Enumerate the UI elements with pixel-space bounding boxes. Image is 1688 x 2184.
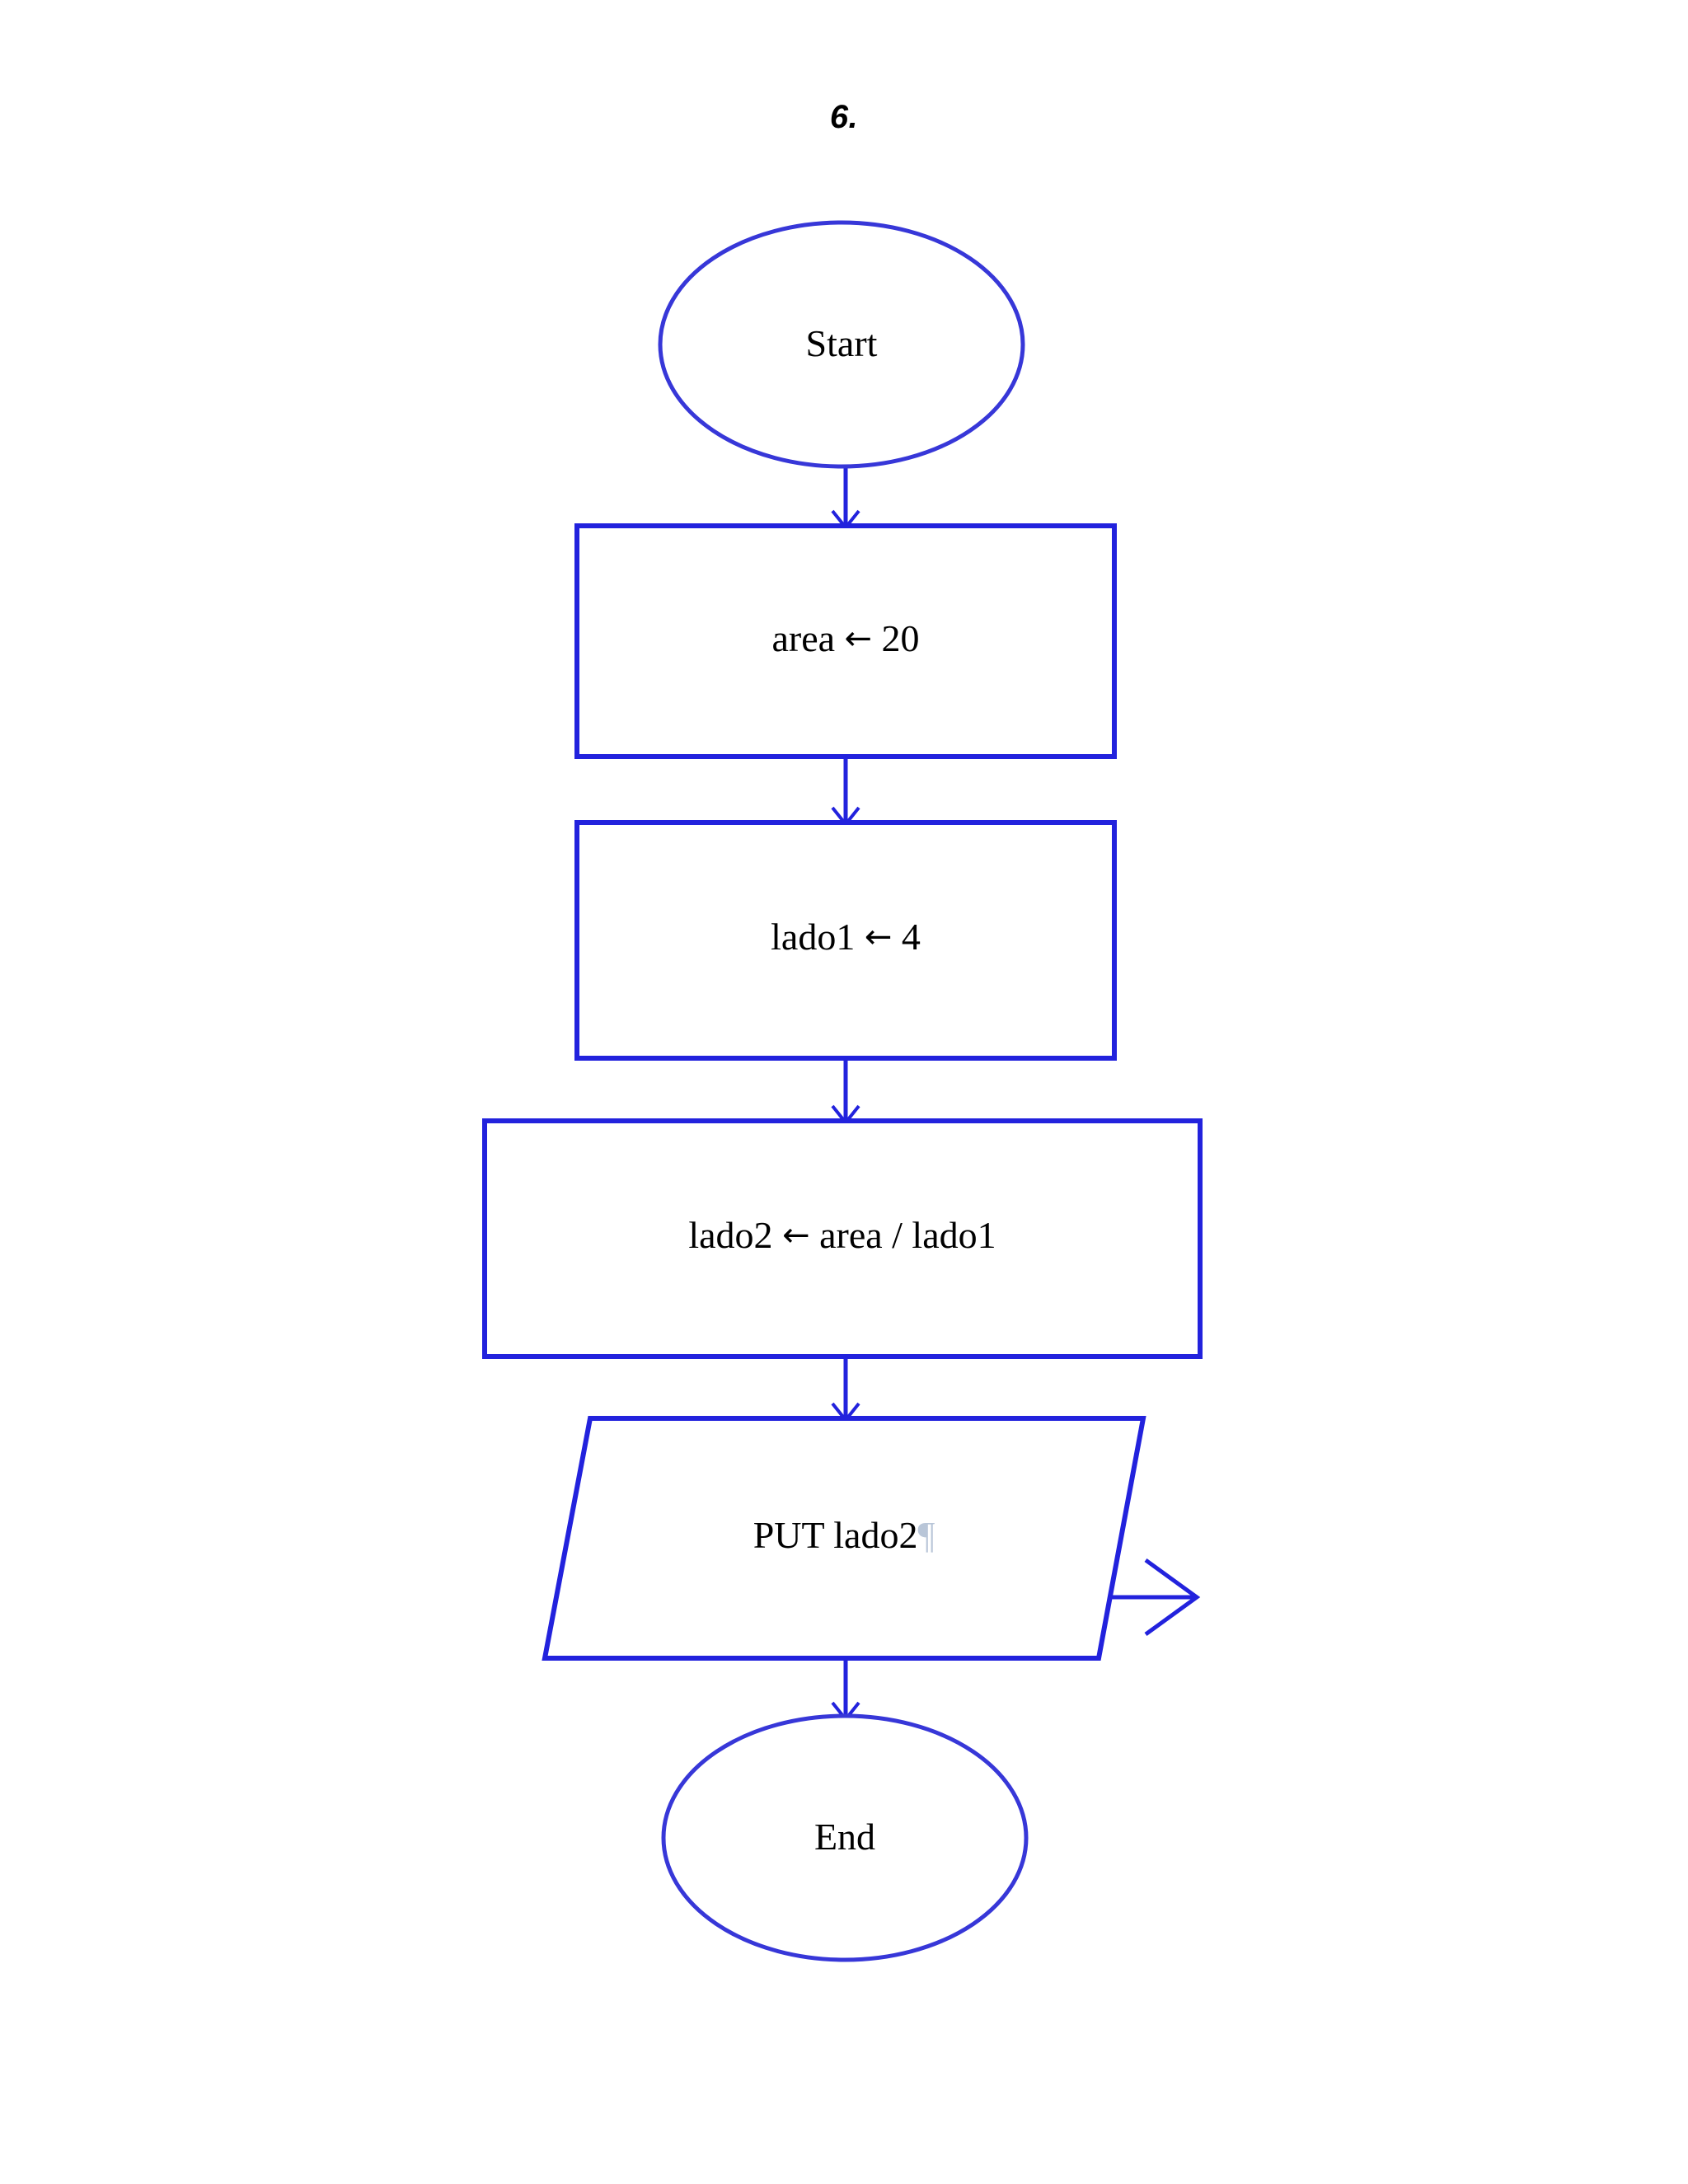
connector-output-right-stub [1111, 1558, 1201, 1637]
node-assign-lado1-shape[interactable] [574, 820, 1117, 1061]
node-output-lado2-shape[interactable] [542, 1416, 1146, 1661]
connector-output-to-end [831, 1658, 860, 1722]
node-assign-area-shape[interactable] [574, 523, 1117, 759]
connector-area-to-lado1 [831, 756, 860, 827]
node-assign-lado2-shape[interactable] [482, 1118, 1203, 1359]
node-start-shape[interactable] [658, 220, 1025, 469]
exercise-number-heading: 6. [829, 99, 859, 135]
connector-lado2-to-output [831, 1356, 860, 1423]
connector-start-to-area [831, 466, 860, 531]
connector-lado1-to-lado2 [831, 1057, 860, 1126]
node-end-shape[interactable] [661, 1713, 1029, 1962]
